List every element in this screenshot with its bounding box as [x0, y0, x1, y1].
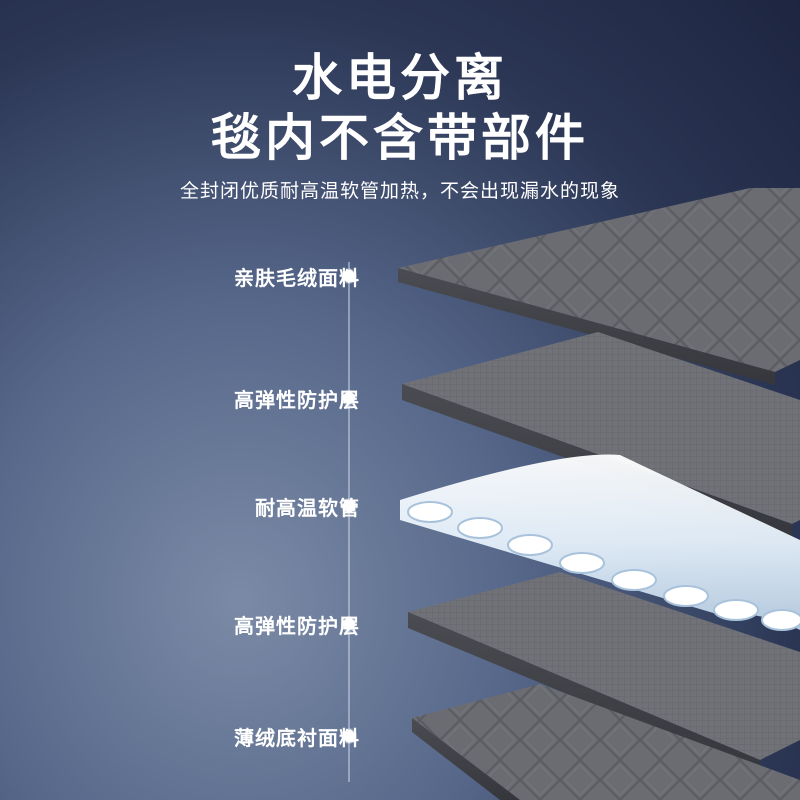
layer-dot-5 — [343, 730, 355, 742]
subtitle: 全封闭优质耐高温软管加热，不会出现漏水的现象 — [179, 180, 620, 202]
layer-label-3: 耐高温软管 — [255, 496, 360, 520]
layer-label-2: 高弹性防护层 — [234, 388, 360, 412]
layer-dot-1 — [343, 270, 355, 282]
layer-label-5: 薄绒底衬面料 — [234, 726, 360, 750]
layer-dot-4 — [343, 618, 355, 630]
timeline-line — [348, 262, 350, 782]
headline-line1: 水电分离 — [292, 49, 508, 107]
layer-plush-top — [398, 188, 800, 385]
layer-base-lining — [412, 684, 800, 800]
layer-heating-tubes — [400, 454, 800, 631]
headline-line2: 毯内不含带部件 — [211, 109, 589, 167]
layer-label-4: 高弹性防护层 — [234, 614, 360, 638]
layer-dot-2 — [343, 392, 355, 404]
layer-label-1: 亲肤毛绒面料 — [234, 266, 360, 290]
layer-dot-3 — [343, 500, 355, 512]
